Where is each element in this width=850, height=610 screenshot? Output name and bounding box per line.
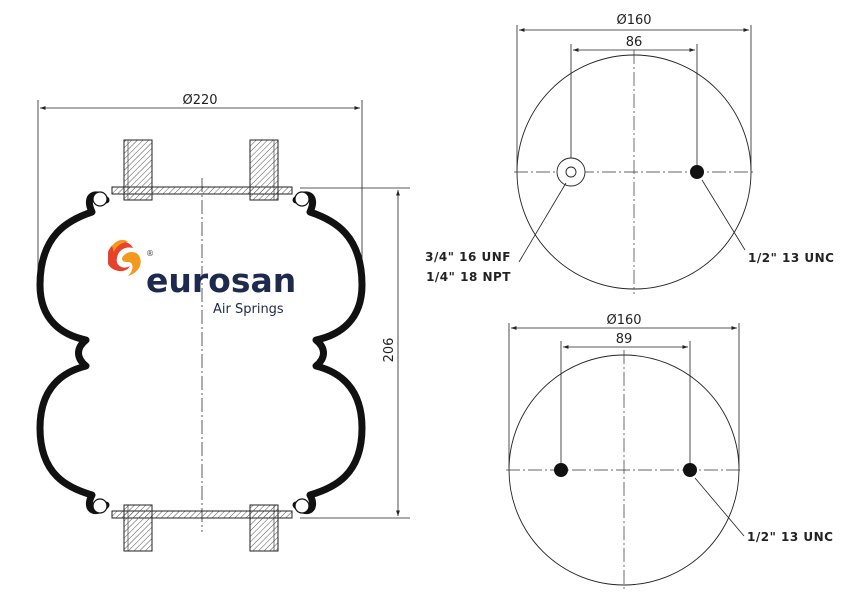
brand-logo: ® eurosan Air Springs [108,239,296,317]
brand-name: eurosan [146,261,296,300]
bottom-bead-plate [111,504,293,552]
bottom-stud-hole-right [683,463,697,477]
side-diameter-label: Ø220 [182,93,217,108]
side-height-label: 206 [382,338,397,363]
registered-mark: ® [146,249,154,258]
top-plate-view: Ø160 86 3/4" 16 UNF 1/4" 18 NPT 1/2" 13 … [425,13,834,294]
bottom-stud-thread-label: 1/2" 13 UNC [747,530,833,544]
bottom-plate-diameter-label: Ø160 [606,313,641,328]
brand-tagline: Air Springs [213,302,284,317]
bottom-plate-view: Ø160 89 1/2" 13 UNC [506,313,833,590]
top-bead-plate [111,139,293,201]
port-leader-line [518,182,567,263]
bellows-bead-rings [92,191,310,514]
top-stud-thread-label: 1/2" 13 UNC [748,251,834,265]
bottom-stud-leader-line [694,477,745,537]
side-view: Ø220 206 [36,93,410,552]
side-diameter-dimension: Ø220 [37,93,363,272]
top-plate-spacing-label: 86 [626,35,643,50]
bottom-plate-spacing-label: 89 [616,332,633,347]
port-thread-label-2: 1/4" 18 NPT [426,270,511,284]
bottom-stud-hole-left [554,463,568,477]
flame-logo-icon [108,239,141,276]
top-plate-diameter-label: Ø160 [616,13,651,28]
top-stud-hole [690,165,704,179]
port-thread-label-1: 3/4" 16 UNF [425,250,511,264]
top-stud-leader-line [701,179,746,251]
air-port-icon [556,157,586,187]
side-height-dimension: 206 [300,187,410,519]
bellows-outline [36,191,366,515]
